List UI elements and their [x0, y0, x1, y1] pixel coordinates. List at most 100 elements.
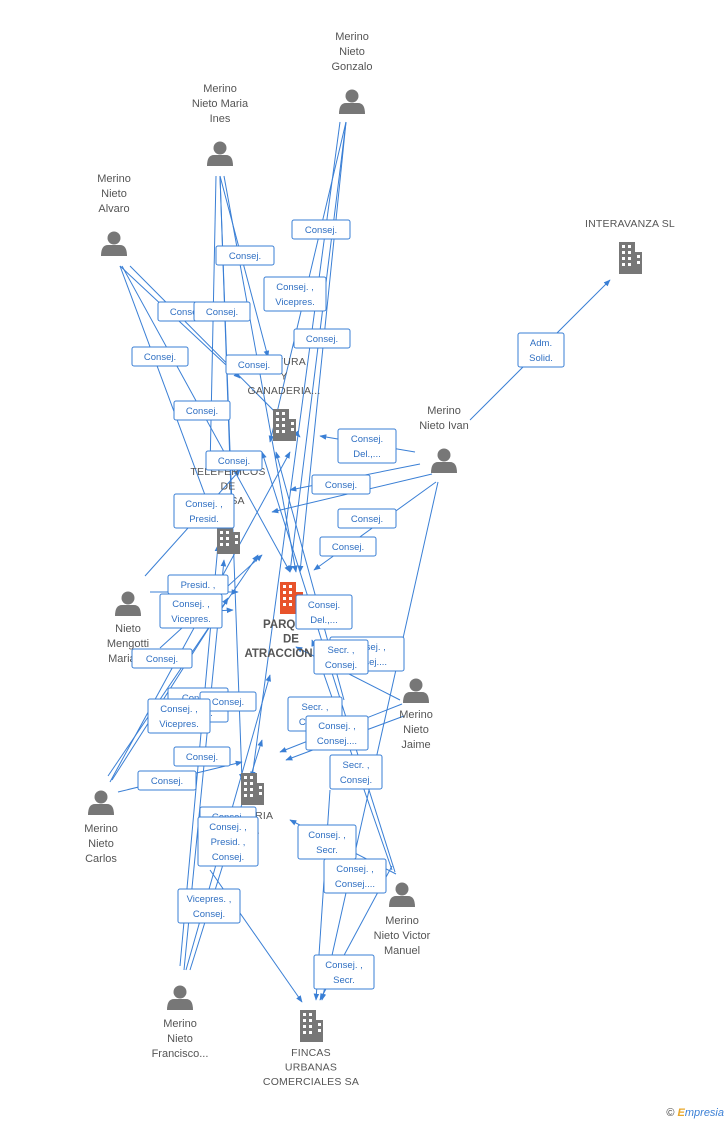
role-text: Vicepres. ,Consej.: [187, 894, 232, 920]
role-box-frame: [313, 954, 375, 990]
role-box-frame: [305, 715, 369, 751]
relation-edge: [119, 265, 216, 523]
person-icon: [389, 882, 415, 907]
role-box-frame: [295, 594, 353, 630]
role-label-box[interactable]: Adm.Solid.: [517, 332, 565, 368]
role-label-box[interactable]: Consej. ,Presid.: [173, 493, 235, 529]
role-text: Consej.: [325, 480, 357, 491]
role-label-box[interactable]: Consej.: [173, 400, 231, 421]
relation-edge: [320, 481, 439, 1001]
empresia-watermark: © Empresia: [666, 1107, 724, 1119]
role-box-frame: [131, 346, 189, 367]
relation-edge: [119, 265, 241, 379]
role-label-box[interactable]: Consej. ,Secr.: [313, 954, 375, 990]
role-text: Consej.: [186, 406, 218, 417]
role-label-box[interactable]: Consej.: [293, 328, 351, 349]
role-text: Consej.Del.,...: [351, 434, 383, 460]
role-label-box[interactable]: Secr. ,Consej.: [329, 754, 383, 790]
role-label-box[interactable]: Consej. ,Vicepres.: [147, 698, 211, 734]
role-label-box[interactable]: Consej.: [311, 474, 371, 495]
person-icon: [207, 141, 233, 166]
role-text: Consej.Del.,...: [308, 600, 340, 626]
company-label: INTERAVANZA SL: [585, 218, 675, 230]
role-label-box[interactable]: Consej.: [319, 536, 377, 557]
role-text: Consej.: [212, 697, 244, 708]
role-text: Secr. ,Consej.: [325, 645, 357, 671]
role-box-frame: [197, 816, 259, 867]
role-box-frame: [329, 754, 383, 790]
role-label-box[interactable]: Consej. ,Vicepres.: [159, 593, 223, 629]
role-text: Adm.Solid.: [529, 338, 553, 364]
role-label-box[interactable]: Consej.: [173, 746, 231, 767]
role-label-box[interactable]: Consej. ,Secr.: [297, 824, 357, 860]
building-icon: [241, 773, 264, 805]
role-label-box[interactable]: Vicepres. ,Consej.: [177, 888, 241, 924]
role-label-box[interactable]: Consej. ,Consej....: [305, 715, 369, 751]
person-icon: [403, 678, 429, 703]
person-icon: [339, 89, 365, 114]
role-label-box[interactable]: Consej. ,Presid. ,Consej.: [197, 816, 259, 867]
role-box-frame: [205, 450, 263, 471]
role-label-box[interactable]: Consej.: [291, 219, 351, 240]
role-box-frame: [313, 639, 369, 675]
relation-edge: [207, 175, 217, 471]
copyright-symbol: ©: [666, 1107, 675, 1119]
role-box-frame: [291, 219, 351, 240]
role-label-box[interactable]: Consej.: [131, 346, 189, 367]
role-text: Consej.: [151, 776, 183, 787]
role-label-box[interactable]: Consej.: [215, 245, 275, 266]
role-text: Consej.: [206, 307, 238, 318]
role-text: Consej. ,Consej....: [317, 721, 357, 747]
role-label-box[interactable]: Consej.: [337, 508, 397, 529]
role-text: Consej.: [229, 251, 261, 262]
role-box-frame: [173, 400, 231, 421]
role-label-box[interactable]: Consej.: [205, 450, 263, 471]
roles-layer: Consej.Consej.Consej. ,Vicepres.Consej.C…: [131, 219, 565, 990]
role-box-frame: [263, 276, 327, 312]
role-box-frame: [517, 332, 565, 368]
role-label-box[interactable]: Consej. ,Consej....: [323, 858, 387, 894]
role-label-box[interactable]: Consej.: [137, 770, 197, 791]
role-box-frame: [323, 858, 387, 894]
role-text: Consej. ,Presid. ,Consej.: [209, 822, 247, 863]
company-node-interavanza[interactable]: INTERAVANZA SL: [585, 218, 675, 274]
role-box-frame: [337, 428, 397, 464]
role-text: Consej. ,Vicepres.: [275, 282, 314, 308]
role-box-frame: [159, 593, 223, 629]
role-label-box[interactable]: Consej. ,Vicepres.: [263, 276, 327, 312]
role-label-box[interactable]: Consej.: [193, 301, 251, 322]
role-label-box[interactable]: Consej.Del.,...: [295, 594, 353, 630]
brand-name: mpresia: [684, 1107, 724, 1119]
role-label-box[interactable]: Consej.: [131, 648, 193, 669]
role-text: Consej.: [305, 225, 337, 236]
role-label-box[interactable]: Consej.Del.,...: [337, 428, 397, 464]
role-box-frame: [215, 245, 275, 266]
role-text: Consej.: [170, 307, 202, 318]
role-box-frame: [311, 474, 371, 495]
role-box-frame: [193, 301, 251, 322]
role-label-box[interactable]: Secr. ,Consej.: [313, 639, 369, 675]
role-label-box[interactable]: Presid. ,: [167, 574, 229, 595]
role-text: Consej.: [238, 360, 270, 371]
role-box-frame: [293, 328, 351, 349]
role-box-frame: [319, 536, 377, 557]
role-label-box[interactable]: Consej.: [225, 354, 283, 375]
role-text: Secr. ,Consej.: [340, 760, 372, 786]
